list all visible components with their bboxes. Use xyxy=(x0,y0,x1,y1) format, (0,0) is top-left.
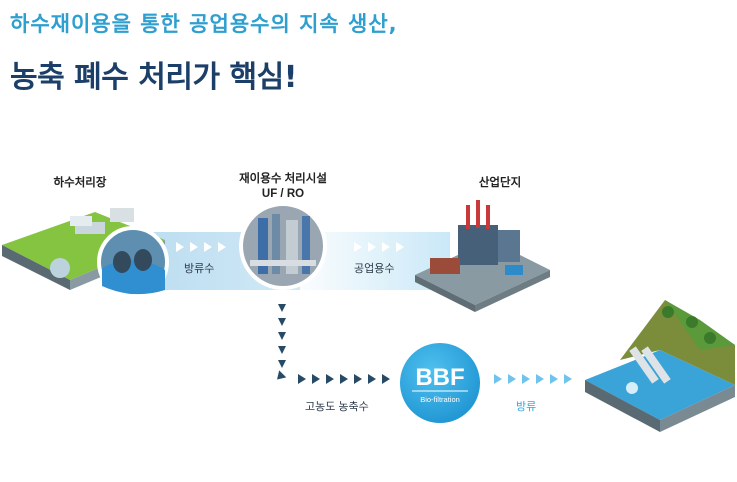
subtitle: 하수재이용을 통한 공업용수의 지속 생산, xyxy=(10,12,398,36)
page-title: 농축 폐수 처리가 핵심! xyxy=(10,60,297,95)
label-discharge-water: 방류수 xyxy=(184,263,215,275)
arrows-industrial-water xyxy=(354,242,404,252)
label-industrial-water: 공업용수 xyxy=(354,263,395,275)
label-reuse-facility-line2: UF / RO xyxy=(261,188,305,200)
arrows-discharge xyxy=(176,242,226,252)
arrows-concentrate-right xyxy=(298,374,390,384)
reuse-facility-illustration xyxy=(239,202,327,290)
river-illustration xyxy=(585,300,735,432)
label-sewage-plant: 하수처리장 xyxy=(53,177,107,189)
label-concentrate: 고농도 농축수 xyxy=(305,401,369,413)
label-reuse-facility-line1: 재이용수 처리시설 xyxy=(239,173,327,185)
bbf-name: BBF xyxy=(415,364,464,391)
label-release: 방류 xyxy=(516,401,537,413)
arrows-concentrate-down xyxy=(277,304,287,380)
sewage-outfall-detail xyxy=(97,226,169,298)
industrial-complex-illustration xyxy=(415,200,550,312)
arrows-release xyxy=(494,374,572,384)
label-industrial-complex: 산업단지 xyxy=(478,177,522,189)
label-reuse-facility: 재이용수 처리시설 UF / RO xyxy=(228,172,338,202)
bbf-caption: Bio-filtration xyxy=(420,395,460,404)
bbf-unit: BBF Bio-filtration xyxy=(400,343,480,423)
